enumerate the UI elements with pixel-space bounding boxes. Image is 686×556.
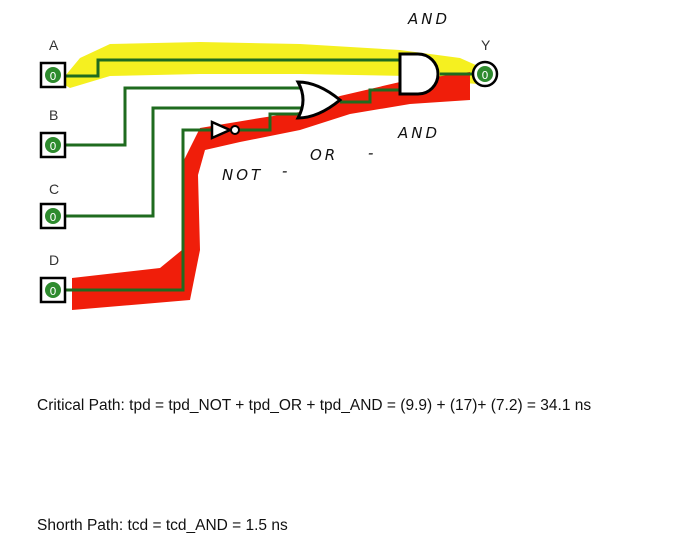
wire-d (66, 128, 212, 292)
short-path-caption: Shorth Path: tcd = tcd_AND = 1.5 ns (37, 517, 288, 534)
not-gate (210, 120, 240, 140)
path-dash-1: - (368, 144, 376, 162)
path-dash-2: - (282, 162, 290, 180)
path-and-annotation: AND (397, 124, 440, 142)
wires (66, 58, 478, 292)
input-pin-a[interactable]: 0 (39, 61, 67, 89)
wire-or-and (340, 88, 400, 104)
input-c-label: C (49, 181, 59, 197)
wire-b (66, 86, 302, 147)
output-pin-y[interactable]: 0 (471, 60, 499, 88)
input-b-value: 0 (50, 140, 57, 153)
wire-c (66, 106, 302, 218)
critical-path-caption: Critical Path: tpd = tpd_NOT + tpd_OR + … (37, 397, 592, 414)
path-or-annotation: OR (310, 146, 338, 164)
input-d-label: D (49, 252, 59, 268)
input-pin-d[interactable]: 0 (39, 276, 67, 304)
and-gate-annotation: AND (407, 10, 450, 28)
input-pin-b[interactable]: 0 (39, 131, 67, 159)
or-gate (295, 80, 343, 120)
wire-a (66, 58, 400, 78)
input-c-value: 0 (50, 211, 57, 224)
input-a-value: 0 (50, 70, 57, 83)
input-a-label: A (49, 37, 59, 53)
and-gate (398, 52, 440, 96)
input-pin-c[interactable]: 0 (39, 202, 67, 230)
short-path-highlight (60, 42, 478, 88)
input-b-label: B (49, 107, 58, 123)
path-not-annotation: NOT (222, 166, 263, 184)
input-d-value: 0 (50, 285, 57, 298)
output-y-value: 0 (482, 69, 489, 82)
output-y-label: Y (481, 37, 491, 53)
wire-not-or (240, 112, 302, 132)
